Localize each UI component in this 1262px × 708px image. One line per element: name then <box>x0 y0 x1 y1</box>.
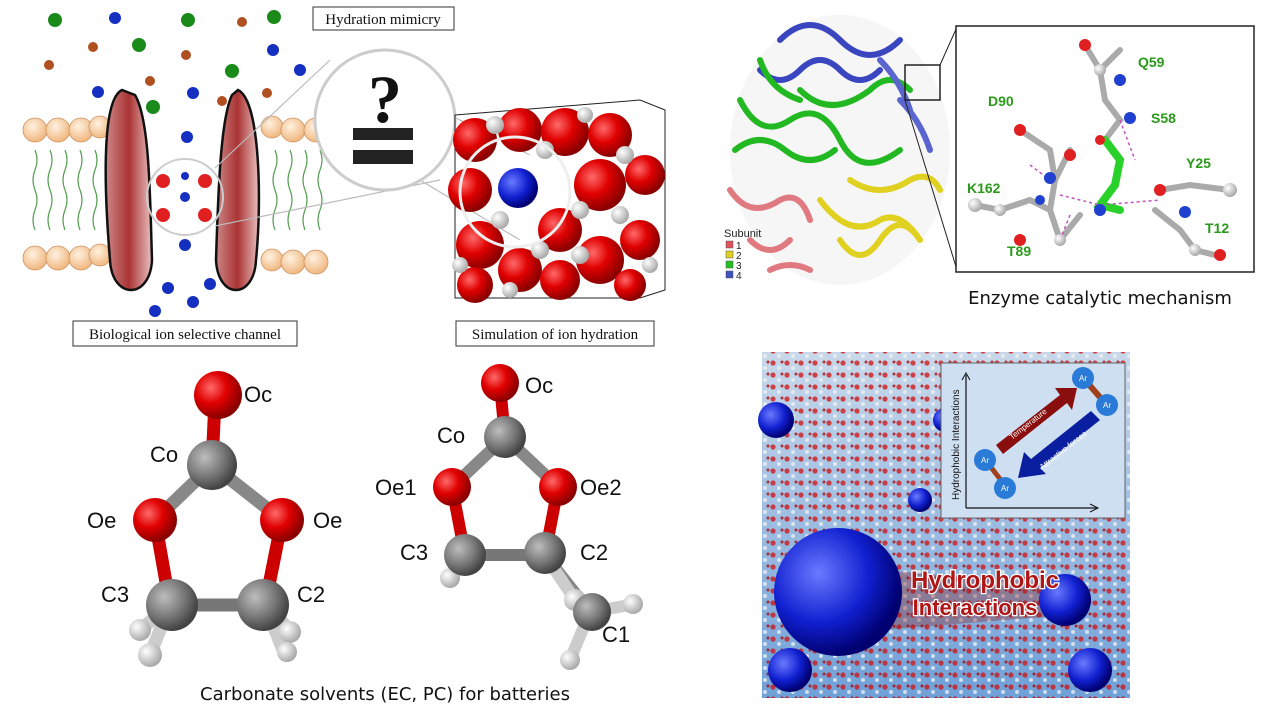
hydrophobic-title-line1: Hydrophobic <box>911 567 1059 594</box>
legend-item-4: 4 <box>725 270 742 282</box>
svg-text:2: 2 <box>736 251 742 262</box>
hydrophobic-inset-plot: Hydrophobic Interactions Temperature Att… <box>940 362 1126 519</box>
active-site-inset: Q59 S58 D90 Y25 K162 T12 T89 <box>955 25 1255 273</box>
svg-text:4: 4 <box>736 271 742 282</box>
svg-text:1: 1 <box>736 241 742 252</box>
ion-channel <box>104 88 261 292</box>
legend-item-3: 3 <box>725 260 742 272</box>
svg-text:Oe2: Oe2 <box>580 475 622 500</box>
equals-icon <box>353 128 413 164</box>
svg-text:Oc: Oc <box>525 373 553 398</box>
svg-text:3: 3 <box>736 261 742 272</box>
protein-structure <box>727 15 958 285</box>
svg-text:Ar: Ar <box>1103 401 1111 410</box>
subunit-legend: Subunit 1 2 3 4 <box>724 228 761 282</box>
hydrophobic-title-line2: Interactions <box>913 595 1038 620</box>
residue-y25: Y25 <box>1186 155 1211 171</box>
svg-text:Ar: Ar <box>981 456 989 465</box>
svg-text:Oe: Oe <box>313 508 342 533</box>
inset-ylabel: Hydrophobic Interactions <box>951 389 962 500</box>
simulation-cube <box>448 99 666 303</box>
svg-text:C3: C3 <box>400 540 428 565</box>
svg-text:Ar: Ar <box>1001 484 1009 493</box>
question-mark: ? <box>368 61 402 137</box>
svg-text:Oc: Oc <box>244 382 272 407</box>
simulation-label: Simulation of ion hydration <box>455 320 655 347</box>
ec-molecule: Oc Co Oe Oe C3 C2 <box>87 371 342 667</box>
legend-item-2: 2 <box>725 250 742 262</box>
residue-k162: K162 <box>967 180 1001 196</box>
hydration-mimicry-label: Hydration mimicry <box>312 6 455 31</box>
svg-text:C3: C3 <box>101 582 129 607</box>
residue-d90: D90 <box>988 93 1014 109</box>
enzyme-panel: Subunit 1 2 3 4 Q59 S58 D90 Y25 K162 T12… <box>724 15 1255 309</box>
lipid-membrane <box>22 115 329 275</box>
carbonate-caption: Carbonate solvents (EC, PC) for batterie… <box>200 684 570 705</box>
magnifier-circle: ? = <box>313 48 457 192</box>
ion-channel-label: Biological ion selective channel <box>72 320 298 347</box>
argon-pair-bottom: Ar Ar <box>974 449 1016 499</box>
residue-q59: Q59 <box>1138 54 1165 70</box>
svg-text:Simulation of ion hydration: Simulation of ion hydration <box>472 327 639 343</box>
svg-text:C1: C1 <box>602 622 630 647</box>
carbonate-panel: Oc Co Oe Oe C3 C2 Oc C <box>87 364 643 705</box>
residue-t89: T89 <box>1007 243 1031 259</box>
svg-text:Biological ion selective chann: Biological ion selective channel <box>89 327 281 343</box>
svg-text:Oe: Oe <box>87 508 116 533</box>
hydrophobic-panel: Hydrophobic Interactions Hydrophobic Int… <box>758 352 1130 698</box>
legend-item-1: 1 <box>725 240 742 252</box>
argon-pair-top: Ar Ar <box>1072 367 1118 416</box>
residue-t12: T12 <box>1205 220 1229 236</box>
svg-text:Hydration mimicry: Hydration mimicry <box>325 12 441 28</box>
svg-text:C2: C2 <box>297 582 325 607</box>
hydration-mimicry-panel: ? = Hydration mim <box>22 6 666 347</box>
svg-text:C2: C2 <box>580 540 608 565</box>
svg-text:Ar: Ar <box>1079 374 1087 383</box>
enzyme-caption: Enzyme catalytic mechanism <box>968 288 1232 309</box>
pc-molecule: Oc Co Oe1 Oe2 C3 C2 C1 <box>375 364 643 670</box>
svg-text:Co: Co <box>437 423 465 448</box>
svg-text:Oe1: Oe1 <box>375 475 417 500</box>
svg-text:Subunit: Subunit <box>724 228 761 240</box>
residue-s58: S58 <box>1151 110 1176 126</box>
ions-background <box>44 10 306 317</box>
svg-text:Co: Co <box>150 442 178 467</box>
